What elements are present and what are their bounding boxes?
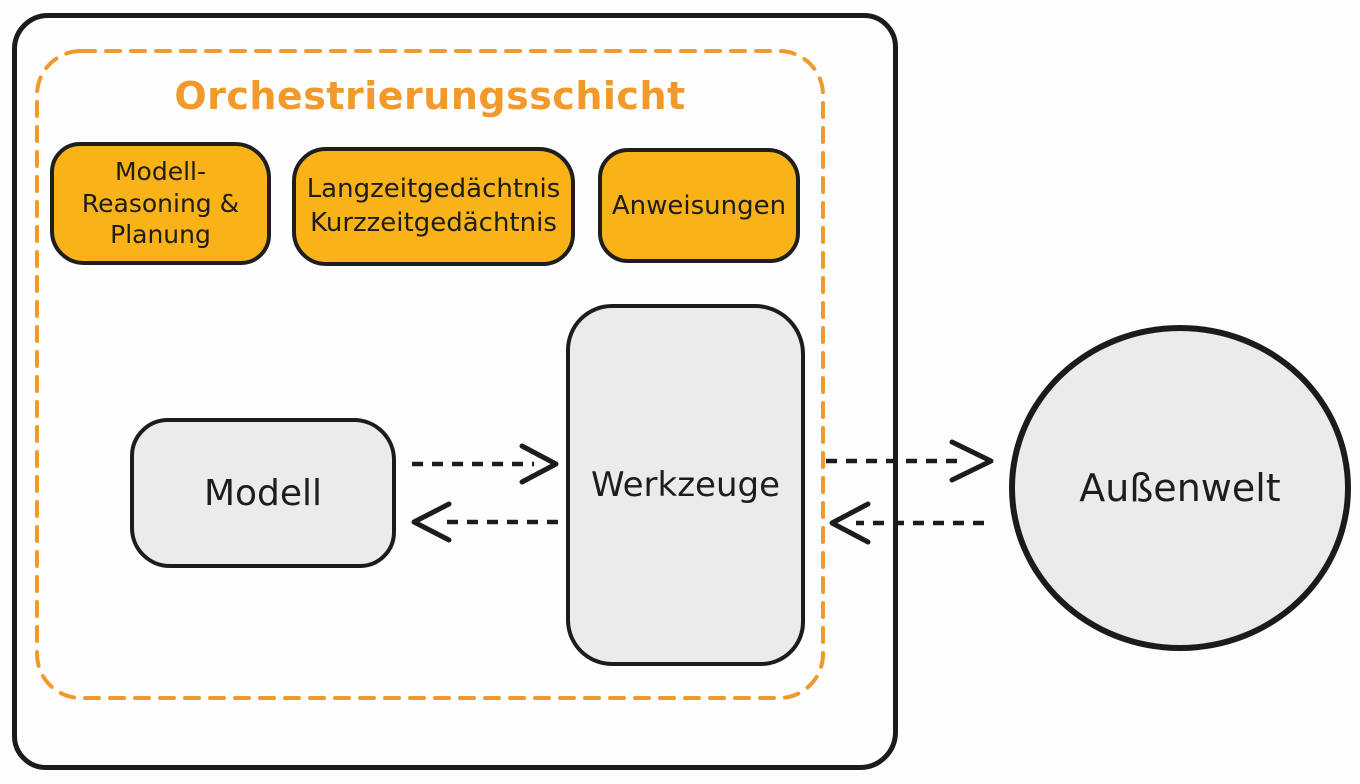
outside-world-node: Außenwelt: [1009, 325, 1351, 651]
outside-world-node-label: Außenwelt: [1079, 466, 1281, 510]
component-label-line: Langzeitgedächtnis: [306, 173, 561, 204]
component-label-line: Kurzzeitgedächtnis: [310, 207, 557, 238]
component-box-model-reasoning-planning: Modell- Reasoning & Planung: [50, 142, 271, 265]
component-label-line: Reasoning &: [81, 188, 240, 218]
component-box-instructions: Anweisungen: [598, 148, 800, 263]
component-label: Anweisungen: [611, 190, 787, 221]
orchestration-layer-title: Orchestrierungsschicht: [174, 74, 686, 118]
component-box-memory: Langzeitgedächtnis Kurzzeitgedächtnis: [292, 147, 575, 266]
component-label-line: Modell-: [114, 157, 207, 187]
tools-node-label: Werkzeuge: [590, 465, 781, 505]
model-node: Modell: [130, 418, 396, 568]
model-node-label: Modell: [203, 472, 323, 514]
tools-node: Werkzeuge: [566, 304, 805, 666]
component-label-line: Planung: [110, 220, 211, 250]
